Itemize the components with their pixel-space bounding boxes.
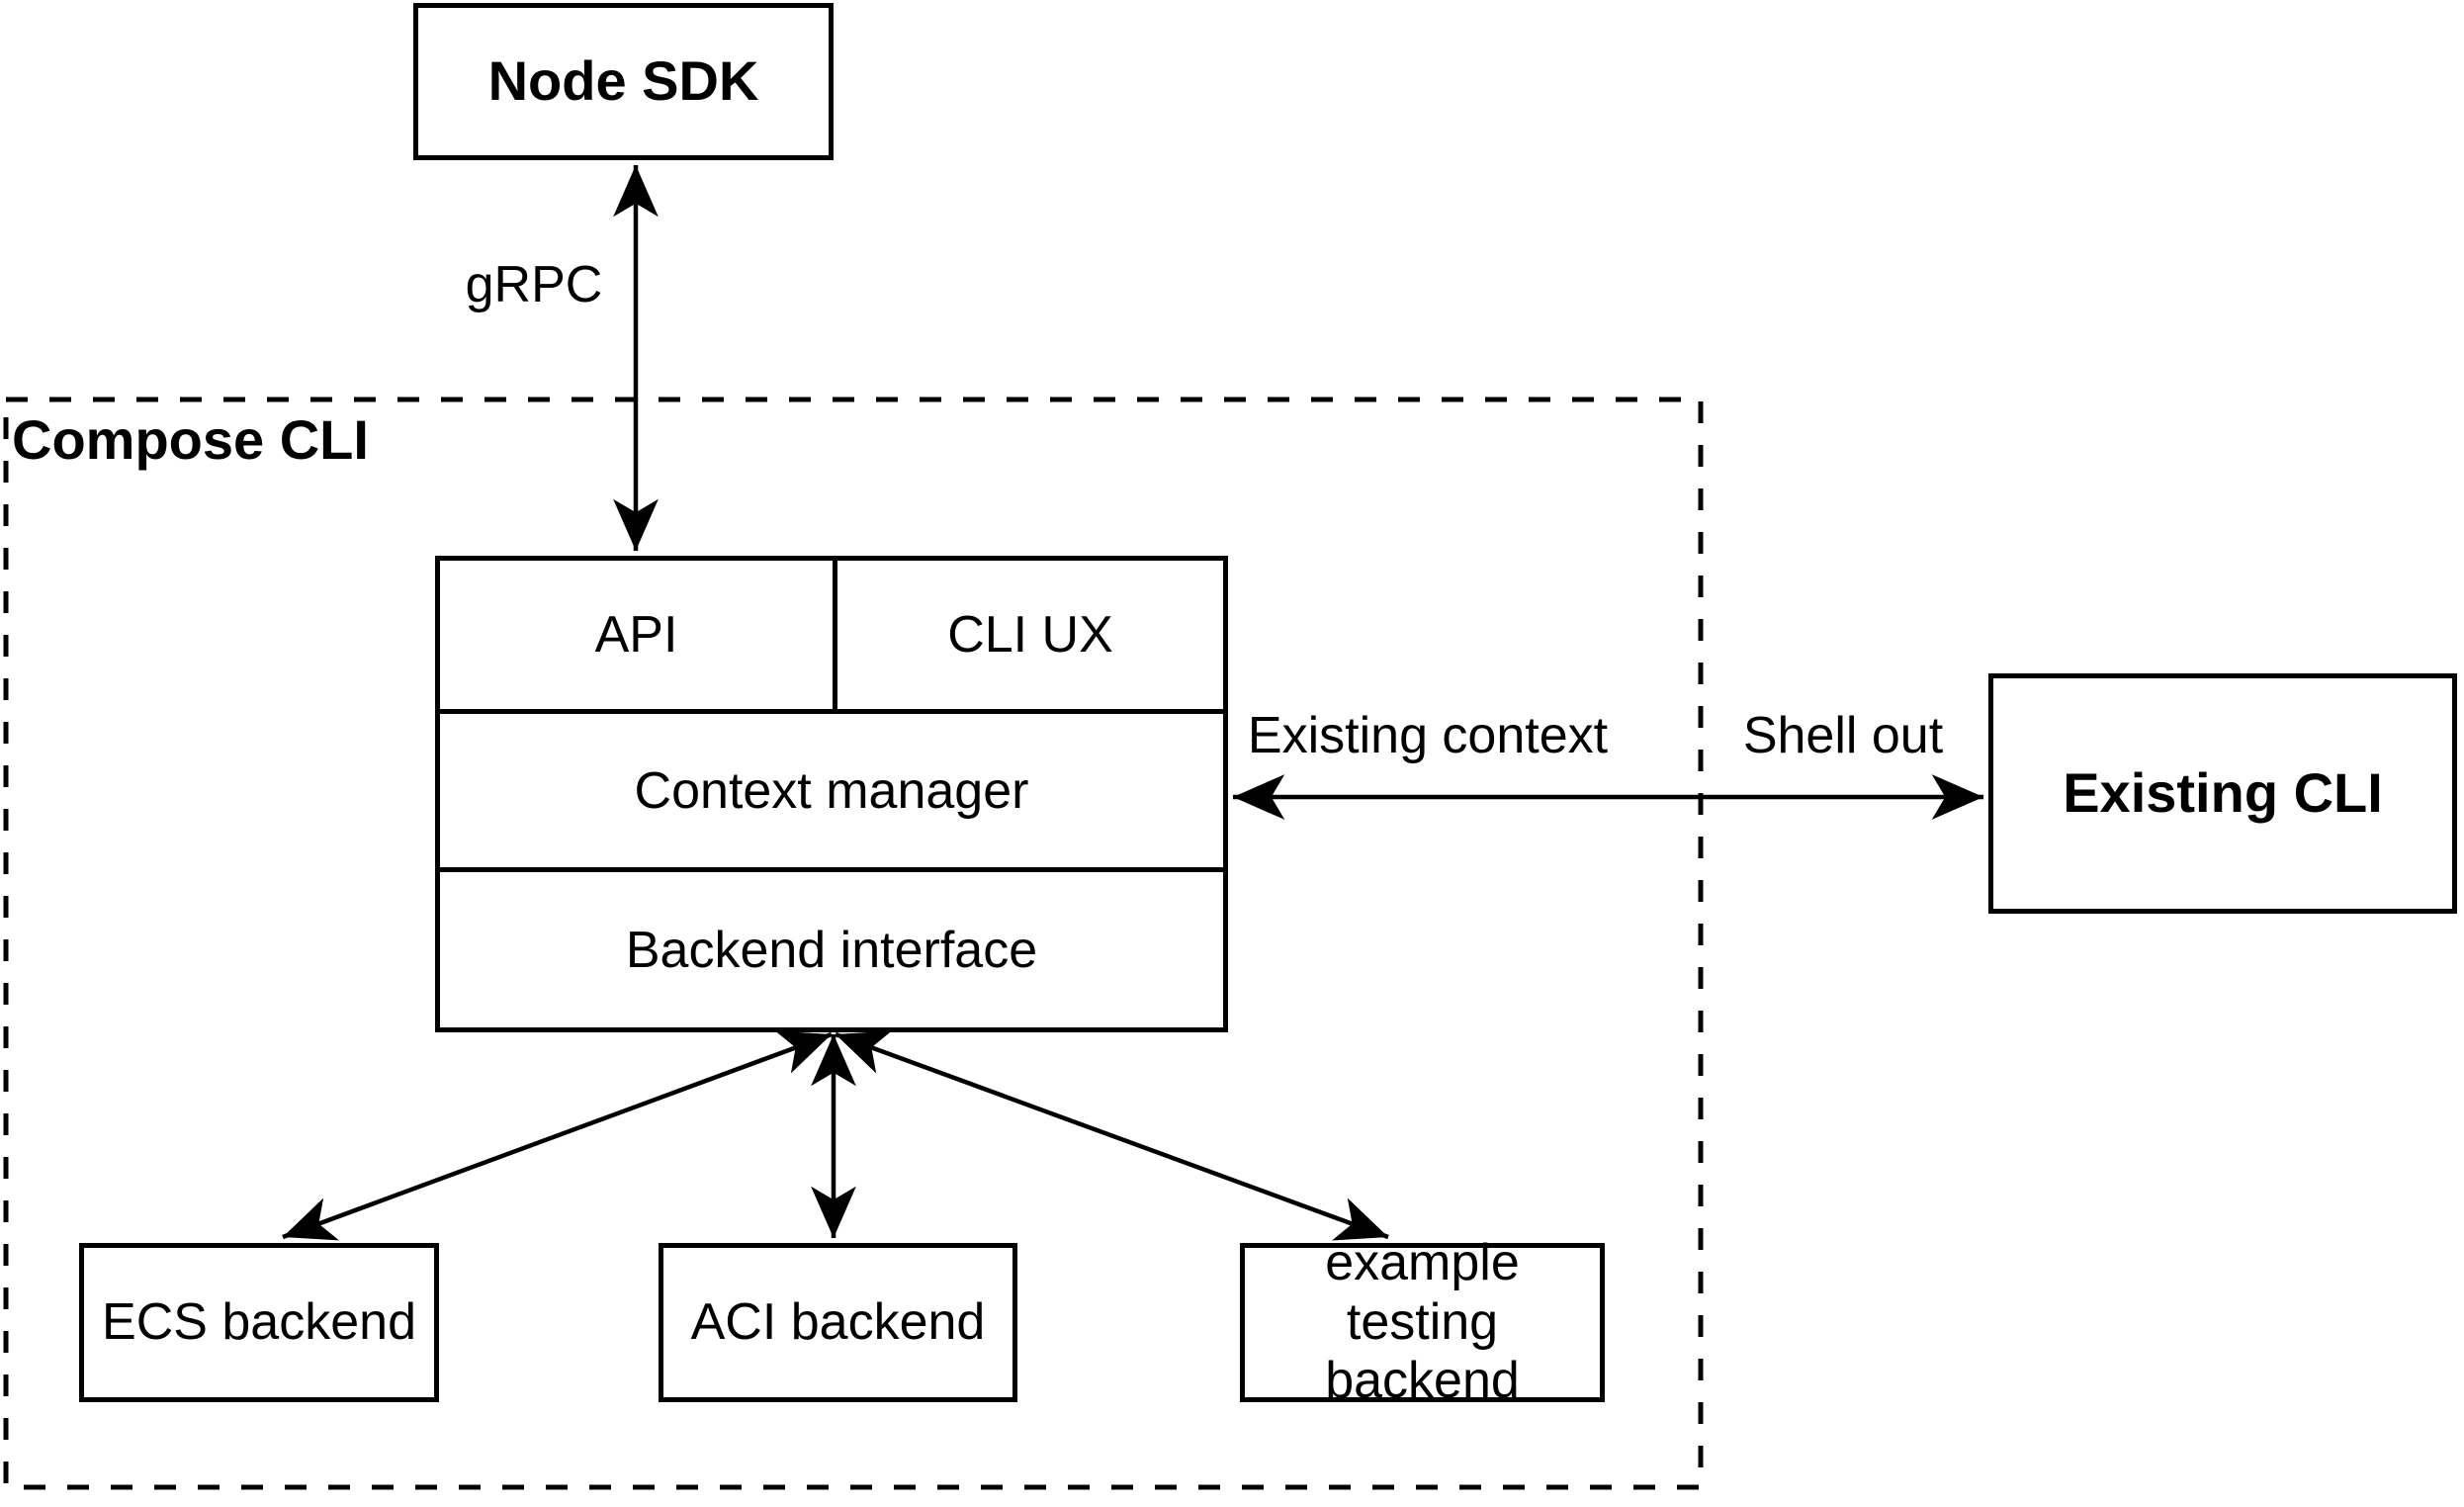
context-manager-cell: Context manager [440, 714, 1223, 872]
aci-backend-label: ACI backend [690, 1292, 986, 1351]
context-manager-label: Context manager [634, 761, 1029, 820]
ecs-backend-label: ECS backend [102, 1292, 416, 1351]
existing-context-edge-label: Existing context [1247, 707, 1609, 764]
node-sdk-label: Node SDK [487, 49, 759, 113]
ecs-backend-box: ECS backend [79, 1243, 439, 1402]
example-testing-backend-box: example testing backend [1240, 1234, 1605, 1409]
ecs-backend-arrow [282, 1030, 833, 1241]
compose-cli-dashed-border [3, 397, 1704, 1490]
existing-cli-box: Existing CLI [1988, 673, 2457, 914]
existing-cli-label: Existing CLI [2063, 761, 2383, 825]
node-sdk-box: Node SDK [413, 3, 834, 160]
example-testing-backend-label: example testing backend [1325, 1233, 1520, 1410]
compose-cli-core-box: API CLI UX Context manager Backend inter… [435, 556, 1228, 1032]
cli-ux-label: CLI UX [947, 606, 1113, 664]
api-cliux-row: API CLI UX [440, 561, 1223, 714]
api-cell: API [440, 561, 837, 709]
api-label: API [594, 606, 678, 664]
backend-interface-label: Backend interface [625, 921, 1038, 979]
shell-out-edge-label: Shell out [1742, 707, 1944, 764]
grpc-edge-label: gRPC [465, 256, 603, 313]
example-testing-backend-arrow [835, 1030, 1389, 1241]
aci-backend-box: ACI backend [659, 1243, 1017, 1402]
compose-cli-container-label: Compose CLI [12, 408, 369, 471]
cli-ux-cell: CLI UX [837, 561, 1223, 709]
backend-interface-cell: Backend interface [440, 872, 1223, 1027]
